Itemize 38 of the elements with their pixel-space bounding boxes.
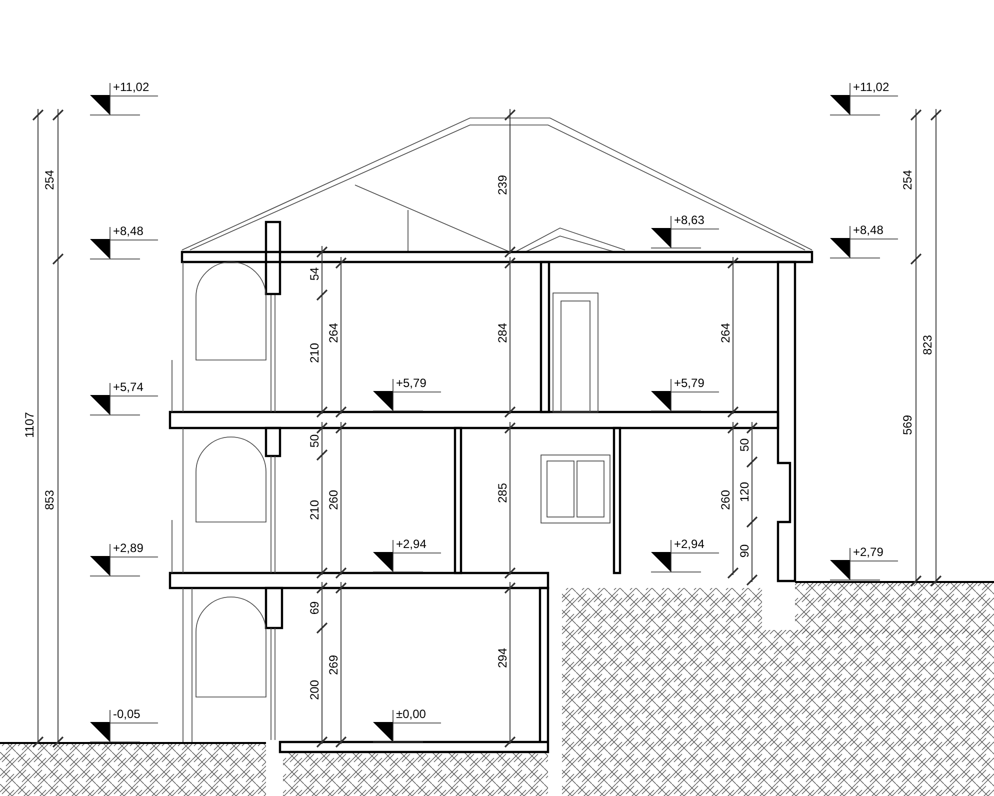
dimension-label: 50 <box>738 438 752 452</box>
level-label: +2,89 <box>113 542 144 555</box>
dimension-label: 50 <box>308 434 322 448</box>
level-label: +2,94 <box>674 538 704 551</box>
level-label: +2,79 <box>853 546 884 559</box>
level-label: +11,02 <box>113 81 150 94</box>
dimension-label: 90 <box>738 544 752 558</box>
dimension-label: 210 <box>308 500 322 520</box>
dimension-label: 285 <box>496 482 510 504</box>
dimension-label: 264 <box>328 322 340 344</box>
level-label: -0,05 <box>113 708 140 721</box>
dimension-label: 120 <box>738 482 752 502</box>
dimension-label: 200 <box>308 680 322 700</box>
level-label: +2,94 <box>396 538 426 551</box>
dimension-label: 294 <box>496 648 510 668</box>
level-label: +5,74 <box>113 381 144 394</box>
dimension-label: 284 <box>496 322 510 344</box>
dimension-label: 823 <box>922 334 934 356</box>
dimension-label: 1107 <box>24 412 36 438</box>
level-label: +8,63 <box>674 214 704 227</box>
dimension-label: 260 <box>720 490 732 510</box>
dimension-label: 210 <box>308 342 322 364</box>
dimension-label: 853 <box>44 490 56 510</box>
dimension-label: 260 <box>328 490 340 510</box>
dimension-label: 254 <box>902 170 914 190</box>
level-label: ±0,00 <box>396 708 426 721</box>
dimension-label: 69 <box>308 601 322 615</box>
level-label: +11,02 <box>853 81 890 94</box>
dimension-label: 239 <box>496 174 510 196</box>
dimension-label: 264 <box>720 322 732 344</box>
dimension-label: 54 <box>308 267 322 281</box>
level-label: +5,79 <box>674 377 704 390</box>
dimension-label: 569 <box>902 414 914 436</box>
level-label: +5,79 <box>396 377 426 390</box>
dimension-label: 269 <box>328 654 340 676</box>
dimension-label: 254 <box>44 170 56 190</box>
level-label: +8,48 <box>853 224 884 237</box>
level-label: +8,48 <box>113 225 144 238</box>
